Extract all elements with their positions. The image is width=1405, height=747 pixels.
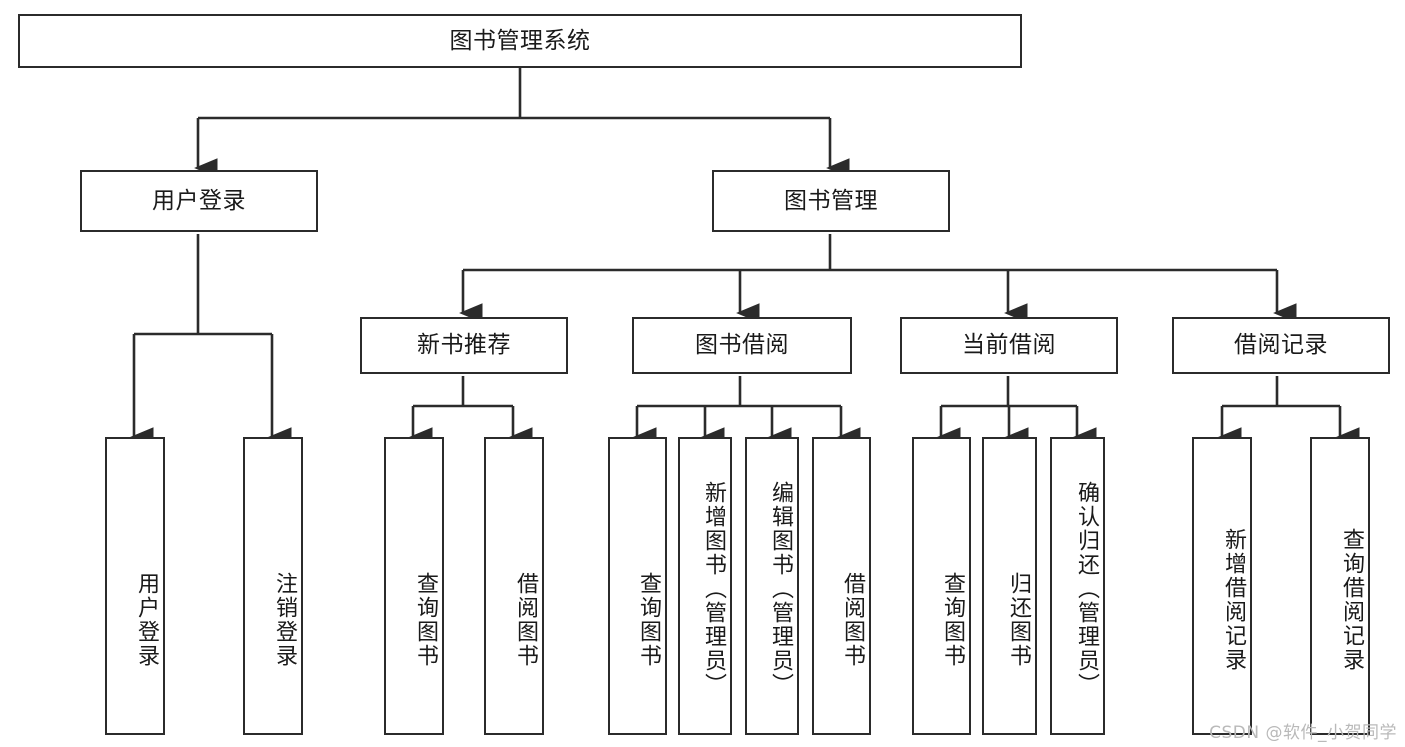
leaf-confirm-return-label: 确认归还（管理员）: [1074, 481, 1099, 697]
node-book-manage-label: 图书管理: [784, 187, 878, 214]
leaf-query-record[interactable]: 查询借阅记录: [1310, 437, 1370, 735]
leaf-query-book-3-label: 查询图书: [940, 572, 965, 668]
csdn-watermark: CSDN @软件_小贺同学: [1209, 723, 1397, 743]
node-user-login[interactable]: 用户登录: [80, 170, 318, 232]
leaf-query-book-2[interactable]: 查询图书: [608, 437, 667, 735]
node-borrow-record[interactable]: 借阅记录: [1172, 317, 1390, 374]
leaf-borrow-book-2-label: 借阅图书: [840, 572, 865, 668]
leaf-add-book[interactable]: 新增图书（管理员）: [678, 437, 732, 735]
leaf-add-record[interactable]: 新增借阅记录: [1192, 437, 1252, 735]
leaf-edit-book[interactable]: 编辑图书（管理员）: [745, 437, 799, 735]
leaf-query-record-label: 查询借阅记录: [1339, 528, 1364, 672]
node-borrow-record-label: 借阅记录: [1234, 332, 1328, 359]
leaf-return-book[interactable]: 归还图书: [982, 437, 1037, 735]
node-book-borrow-label: 图书借阅: [695, 332, 789, 359]
node-current-borrow[interactable]: 当前借阅: [900, 317, 1118, 374]
leaf-borrow-book-1[interactable]: 借阅图书: [484, 437, 544, 735]
node-book-borrow[interactable]: 图书借阅: [632, 317, 852, 374]
leaf-query-book-1-label: 查询图书: [413, 572, 438, 668]
leaf-query-book-3[interactable]: 查询图书: [912, 437, 971, 735]
leaf-logout-label: 注销登录: [272, 572, 297, 668]
leaf-confirm-return[interactable]: 确认归还（管理员）: [1050, 437, 1105, 735]
node-new-book-rec-label: 新书推荐: [417, 332, 511, 359]
node-book-manage[interactable]: 图书管理: [712, 170, 950, 232]
node-user-login-label: 用户登录: [152, 187, 246, 214]
node-root[interactable]: 图书管理系统: [18, 14, 1022, 68]
node-new-book-rec[interactable]: 新书推荐: [360, 317, 568, 374]
node-root-label: 图书管理系统: [449, 27, 591, 54]
leaf-query-book-1[interactable]: 查询图书: [384, 437, 444, 735]
leaf-edit-book-label: 编辑图书（管理员）: [768, 481, 793, 697]
leaf-user-login-label: 用户登录: [134, 572, 159, 668]
node-current-borrow-label: 当前借阅: [962, 332, 1056, 359]
leaf-query-book-2-label: 查询图书: [636, 572, 661, 668]
leaf-borrow-book-2[interactable]: 借阅图书: [812, 437, 871, 735]
leaf-borrow-book-1-label: 借阅图书: [513, 572, 538, 668]
leaf-add-book-label: 新增图书（管理员）: [701, 481, 726, 697]
leaf-logout[interactable]: 注销登录: [243, 437, 303, 735]
leaf-user-login[interactable]: 用户登录: [105, 437, 165, 735]
leaf-return-book-label: 归还图书: [1006, 572, 1031, 668]
leaf-add-record-label: 新增借阅记录: [1221, 528, 1246, 672]
